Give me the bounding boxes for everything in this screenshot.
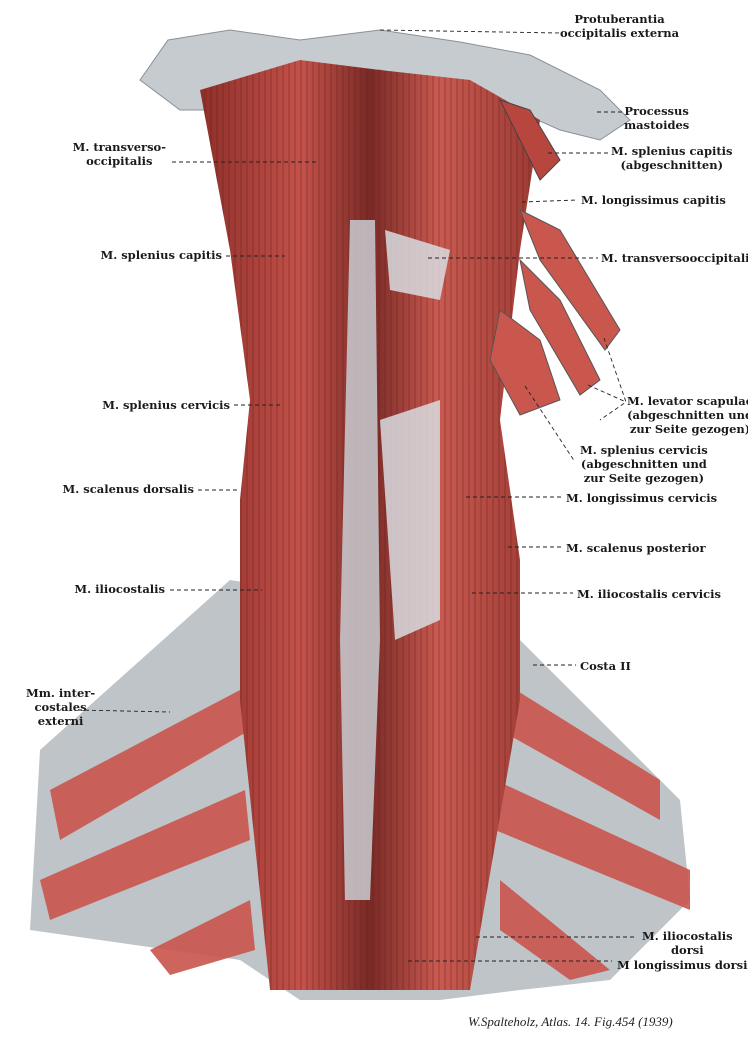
nuchal-tendon <box>340 220 380 900</box>
label-scalenus-posterior: M. scalenus posterior <box>566 541 706 555</box>
label-longissimus-cervicis: M. longissimus cervicis <box>566 491 718 505</box>
leader-lines <box>77 29 636 962</box>
label-splenius-capitis-cut: M. splenius capitis(abgeschnitten) <box>611 144 733 172</box>
label-longissimus-dorsi: M longissimus dorsi <box>617 958 748 972</box>
label-transversooccipitalis: M. transversooccipitalis <box>601 251 748 265</box>
label-longissimus-capitis: M. longissimus capitis <box>581 193 726 207</box>
figure-caption: W.Spalteholz, Atlas. 14. Fig.454 (1939) <box>468 1014 673 1029</box>
label-scalenus-dorsalis: M. scalenus dorsalis <box>62 482 194 496</box>
label-iliocostalis-cervicis: M. iliocostalis cervicis <box>577 587 721 601</box>
label-splenius-capitis: M. splenius capitis <box>100 248 222 262</box>
label-splenius-cervicis: M. splenius cervicis <box>102 398 230 412</box>
label-iliocostalis: M. iliocostalis <box>74 582 165 596</box>
label-costa-ii: Costa II <box>580 659 631 673</box>
cut-muscle-slips <box>489 208 621 416</box>
label-transverso-occipitalis: M. transverso-occipitalis <box>72 140 166 168</box>
ribs-intercostals <box>40 680 690 980</box>
